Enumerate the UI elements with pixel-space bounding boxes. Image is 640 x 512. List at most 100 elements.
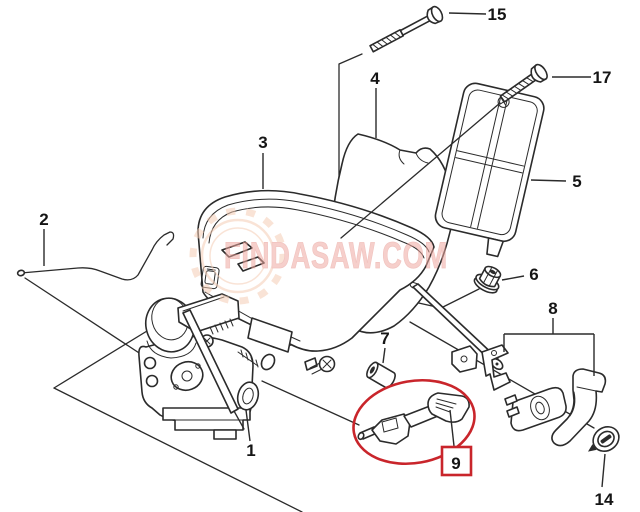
throttle-lock xyxy=(357,392,470,445)
frame-outline xyxy=(434,82,545,243)
diaphragm-screw-2 xyxy=(195,363,201,369)
screw14-tip xyxy=(587,444,597,452)
diaphragm-cover xyxy=(170,360,204,392)
bracket-plate-hole xyxy=(460,355,468,363)
leader-lines xyxy=(43,12,606,488)
foam-edge-line xyxy=(398,149,405,165)
throttle-cam xyxy=(504,386,567,432)
cover-vent-slot-1 xyxy=(221,241,253,258)
cam-body xyxy=(510,386,567,432)
badge-inner xyxy=(204,270,216,285)
leader-14 xyxy=(601,453,606,488)
leader-7 xyxy=(382,347,386,364)
highlight-label-box: 9 xyxy=(440,445,473,477)
watermark: FINDASAW.COM xyxy=(189,207,448,305)
choke-lever-bar xyxy=(182,309,239,414)
shaft-cross xyxy=(322,359,332,369)
screw15-thread xyxy=(369,28,405,53)
top-block-line xyxy=(182,296,225,312)
throttle-trigger xyxy=(551,368,607,447)
label-6: 6 xyxy=(529,265,538,284)
leader-8 xyxy=(503,318,595,376)
lock-pad-hatch xyxy=(435,398,457,413)
axis-line-screw15 xyxy=(338,53,363,202)
label-7: 7 xyxy=(380,329,389,348)
label-15: 15 xyxy=(488,5,507,24)
rod-hook xyxy=(409,281,419,289)
cover-notch xyxy=(247,317,293,353)
lever-rod-tail xyxy=(233,410,245,430)
carb-lower-tab xyxy=(213,429,237,440)
label-5: 5 xyxy=(572,172,581,191)
lock-foot xyxy=(371,413,411,445)
part-labels: 15 17 4 3 5 2 6 8 7 1 14 xyxy=(39,5,614,509)
spring-hatch xyxy=(209,318,234,335)
label-2: 2 xyxy=(39,210,48,229)
label-14: 14 xyxy=(595,490,614,509)
trigger-pad-line xyxy=(576,386,597,392)
label-17: 17 xyxy=(593,68,612,87)
link-lines xyxy=(309,362,323,375)
label-4: 4 xyxy=(370,69,380,88)
primer-base-arc xyxy=(146,340,197,359)
rod-end-hole xyxy=(495,362,499,366)
cover-vent-slot-2 xyxy=(237,256,265,272)
lock-pin-tip xyxy=(357,431,365,441)
nut-hole xyxy=(489,269,496,275)
link-cylinder xyxy=(260,353,276,371)
cam-prong-lower xyxy=(506,406,520,418)
flange-nut xyxy=(473,265,502,294)
sawblade-ring-inner xyxy=(209,227,267,285)
sawblade-ring-outer xyxy=(200,218,276,294)
screw15-head-cap xyxy=(430,5,444,23)
sawblade-teeth xyxy=(189,207,287,305)
sawblade-sun-icon xyxy=(189,207,287,305)
rod-tip xyxy=(16,269,26,277)
choke-rod xyxy=(16,231,175,281)
throttle-assembly xyxy=(451,344,607,447)
lock-thumb-pad xyxy=(427,392,470,423)
trigger-screw xyxy=(587,426,620,452)
bushing-hole xyxy=(369,366,375,374)
diaphragm-center xyxy=(181,370,193,382)
diaphragm-oval xyxy=(170,360,204,392)
cover-rim-line-2 xyxy=(208,206,425,259)
bracket-plate xyxy=(451,345,478,373)
air-filter-cover xyxy=(197,189,435,353)
screw-15 xyxy=(369,5,444,53)
screw15-shank xyxy=(399,15,432,36)
carb-bottom-foot xyxy=(162,407,251,431)
label-8: 8 xyxy=(548,299,557,318)
lug-outline xyxy=(236,381,260,411)
throttle-rod xyxy=(409,281,504,371)
cam-prong-upper xyxy=(504,394,518,406)
carburetor xyxy=(138,293,336,440)
trigger-curve-line xyxy=(569,391,576,417)
carb-port-lower xyxy=(145,374,159,388)
frame-divider-horizontal xyxy=(455,150,525,174)
lock-foot-notch xyxy=(381,417,399,433)
screw-17 xyxy=(499,63,548,103)
rod-wire xyxy=(20,231,175,281)
leader-15 xyxy=(448,12,487,15)
bracket-z-clip xyxy=(481,344,511,391)
axis-line-carb-to-lock xyxy=(261,380,360,426)
lug-hole xyxy=(242,387,254,405)
label-9: 9 xyxy=(451,454,460,473)
watermark-text: FINDASAW.COM xyxy=(224,235,448,276)
trigger-body xyxy=(551,368,607,447)
leader-6 xyxy=(501,275,525,281)
cover-rim-line-1 xyxy=(202,198,430,253)
screw17-head-cap xyxy=(534,63,548,81)
link-fork xyxy=(304,357,318,371)
frame-divider-vertical xyxy=(470,95,509,229)
mount-lug xyxy=(236,381,260,411)
frame-bottom-tab xyxy=(486,237,505,258)
axis-line-vertex-down xyxy=(53,387,303,512)
diaphragm-screw-1 xyxy=(173,384,179,390)
highlight-ellipse xyxy=(352,378,476,466)
throttle-linkage xyxy=(237,349,336,375)
link-spring xyxy=(237,349,259,368)
